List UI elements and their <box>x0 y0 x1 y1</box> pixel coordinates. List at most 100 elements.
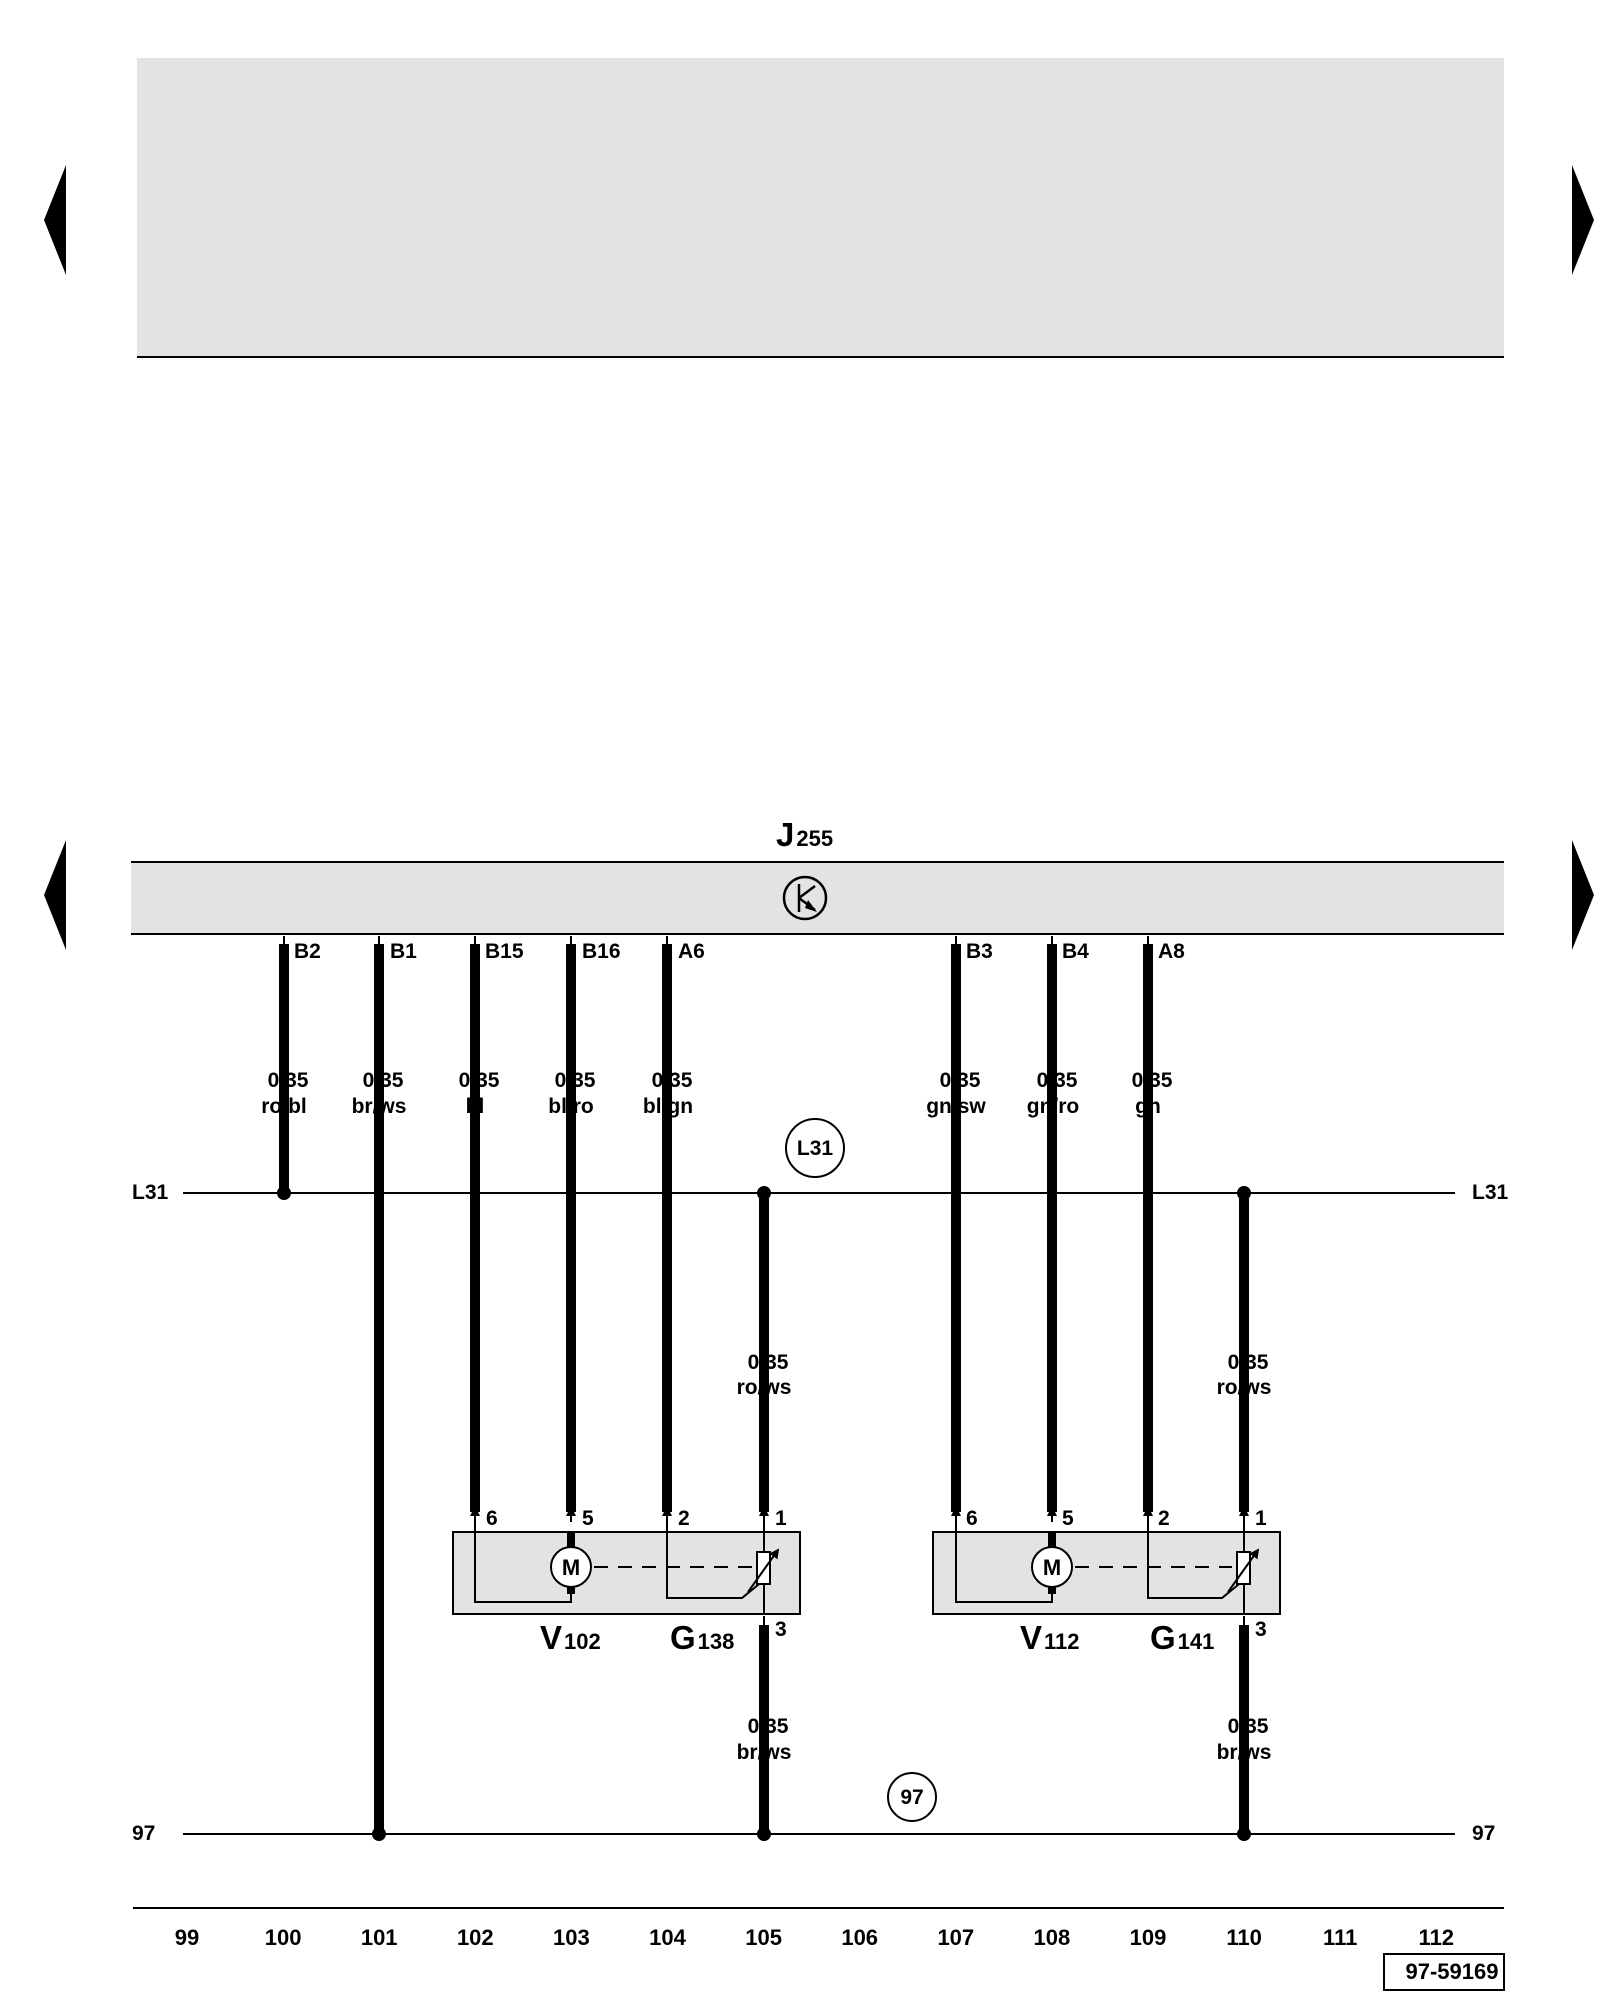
next-page-arrow-top[interactable] <box>1572 165 1594 275</box>
wire-b3: B3 0,35 gn/sw <box>926 936 993 1512</box>
g141-pin-3: 3 <box>1255 1618 1267 1641</box>
pin-b15: B15 <box>485 940 524 963</box>
actuator-v102-g138: 6 5 2 1 3 M V102 G138 <box>452 1506 801 1656</box>
feed-wire-2-size: 0,35 <box>1228 1351 1269 1374</box>
wire-b1-color: br/ws <box>352 1095 407 1118</box>
column-strip: 99 100 101 102 103 104 105 106 107 108 109 110 111 11… <box>133 1907 1504 1950</box>
prev-page-arrow-top[interactable] <box>44 165 66 275</box>
wire-b4: B4 0,35 gn/ro <box>1027 936 1089 1512</box>
column-number: 104 <box>649 1925 686 1950</box>
v102-label: V102 <box>540 1619 601 1656</box>
bus-l31-marker: L31 <box>797 1137 834 1160</box>
ground-wire-1-size: 0,35 <box>748 1715 789 1738</box>
pin-b16: B16 <box>582 940 621 963</box>
next-page-arrow-bottom[interactable] <box>1572 840 1594 950</box>
ground-wire-1: 0,35 br/ws <box>737 1625 792 1841</box>
v112-pin-6: 6 <box>966 1507 978 1530</box>
column-number: 107 <box>937 1925 974 1950</box>
pin-b3: B3 <box>966 940 993 963</box>
control-unit-label: J255 <box>776 816 833 853</box>
column-number: 103 <box>553 1925 590 1950</box>
column-number: 111 <box>1323 1925 1357 1950</box>
pin-b2: B2 <box>294 940 321 963</box>
top-panel <box>137 58 1504 358</box>
g141-label: G141 <box>1150 1619 1214 1656</box>
prev-page-arrow-bottom[interactable] <box>44 840 66 950</box>
wire-b16-size: 0,35 <box>555 1069 596 1092</box>
column-number: 99 <box>175 1925 199 1950</box>
wire-a8-size: 0,35 <box>1132 1069 1173 1092</box>
pin-a6: A6 <box>678 940 705 963</box>
wire-b2-size: 0,35 <box>268 1069 309 1092</box>
wire-a6: A6 0,35 bl/gn <box>643 936 705 1512</box>
ground-wire-1-color: br/ws <box>737 1741 792 1764</box>
feed-wire-1: 0,35 ro/ws <box>737 1186 792 1512</box>
wire-b15-color: bl <box>466 1095 485 1118</box>
wire-a6-size: 0,35 <box>652 1069 693 1092</box>
wire-b2-color: ro/bl <box>261 1095 307 1118</box>
wire-b3-size: 0,35 <box>940 1069 981 1092</box>
fan-icon <box>782 875 828 921</box>
potentiometer-icon <box>1236 1551 1251 1585</box>
v112-label: V112 <box>1020 1619 1080 1656</box>
connector-wires: B2 0,35 ro/bl B1 0,35 br/ws B15 0,35 bl … <box>261 936 1185 1841</box>
ground-wire-2-color: br/ws <box>1217 1741 1272 1764</box>
column-number: 100 <box>265 1925 302 1950</box>
g141-pin-2: 2 <box>1158 1507 1170 1530</box>
wire-b16-color: bl/ro <box>548 1095 594 1118</box>
wire-b1: B1 0,35 br/ws <box>352 936 417 1841</box>
feed-wire-1-color: ro/ws <box>737 1376 792 1399</box>
feed-wire-1-size: 0,35 <box>748 1351 789 1374</box>
v102-motor-symbol: M <box>562 1555 580 1580</box>
reference-box: 97-59169 <box>1383 1953 1505 1991</box>
g138-pin-1: 1 <box>775 1507 787 1530</box>
wire-b4-color: gn/ro <box>1027 1095 1080 1118</box>
potentiometer-icon <box>756 1551 771 1585</box>
column-number: 108 <box>1034 1925 1071 1950</box>
v102-pin-6: 6 <box>486 1507 498 1530</box>
g138-label: G138 <box>670 1619 734 1656</box>
v102-pin-5: 5 <box>582 1507 594 1530</box>
bus-l31-right-label: L31 <box>1472 1181 1509 1204</box>
bus-ground-97: 97 97 97 <box>132 1772 1495 1845</box>
g138-pin-2: 2 <box>678 1507 690 1530</box>
wire-a8-color: gn <box>1135 1095 1161 1118</box>
pin-b4: B4 <box>1062 940 1089 963</box>
ground-wire-2-size: 0,35 <box>1228 1715 1269 1738</box>
bus-ground-left-label: 97 <box>132 1822 155 1845</box>
feed-wire-2-color: ro/ws <box>1217 1376 1272 1399</box>
motor-m-icon <box>550 1546 592 1588</box>
wire-b2: B2 0,35 ro/bl <box>261 936 321 1200</box>
column-number: 106 <box>841 1925 878 1950</box>
motor-m-icon <box>1031 1546 1073 1588</box>
pin-a8: A8 <box>1158 940 1185 963</box>
column-number: 105 <box>745 1925 782 1950</box>
wire-b15-size: 0,35 <box>459 1069 500 1092</box>
control-unit-j255: J255 <box>131 816 1504 935</box>
reference-number: 97-59169 <box>1406 1959 1499 1984</box>
g141-pin-1: 1 <box>1255 1507 1267 1530</box>
wire-b3-color: gn/sw <box>926 1095 986 1118</box>
v112-pin-5: 5 <box>1062 1507 1074 1530</box>
wire-b16: B16 0,35 bl/ro <box>548 936 621 1512</box>
bus-ground-marker: 97 <box>900 1786 923 1809</box>
actuator-v112-g141: 6 5 2 1 3 M V112 G141 <box>932 1506 1281 1656</box>
wire-b4-size: 0,35 <box>1037 1069 1078 1092</box>
ground-wire-2: 0,35 br/ws <box>1217 1625 1272 1841</box>
bus-ground-right-label: 97 <box>1472 1822 1495 1845</box>
column-number: 112 <box>1419 1925 1455 1950</box>
v112-motor-symbol: M <box>1043 1555 1061 1580</box>
column-number: 101 <box>361 1925 398 1950</box>
wire-a6-color: bl/gn <box>643 1095 693 1118</box>
wire-b15: B15 0,35 bl <box>459 936 524 1512</box>
bus-l31: L31 L31 L31 <box>132 1118 1509 1204</box>
bus-l31-left-label: L31 <box>132 1181 169 1204</box>
feed-wire-2: 0,35 ro/ws <box>1217 1186 1272 1512</box>
pin-b1: B1 <box>390 940 417 963</box>
column-number: 102 <box>457 1925 494 1950</box>
g138-pin-3: 3 <box>775 1618 787 1641</box>
column-number: 110 <box>1226 1925 1262 1950</box>
wire-a8: A8 0,35 gn <box>1132 936 1185 1512</box>
column-number: 109 <box>1130 1925 1167 1950</box>
